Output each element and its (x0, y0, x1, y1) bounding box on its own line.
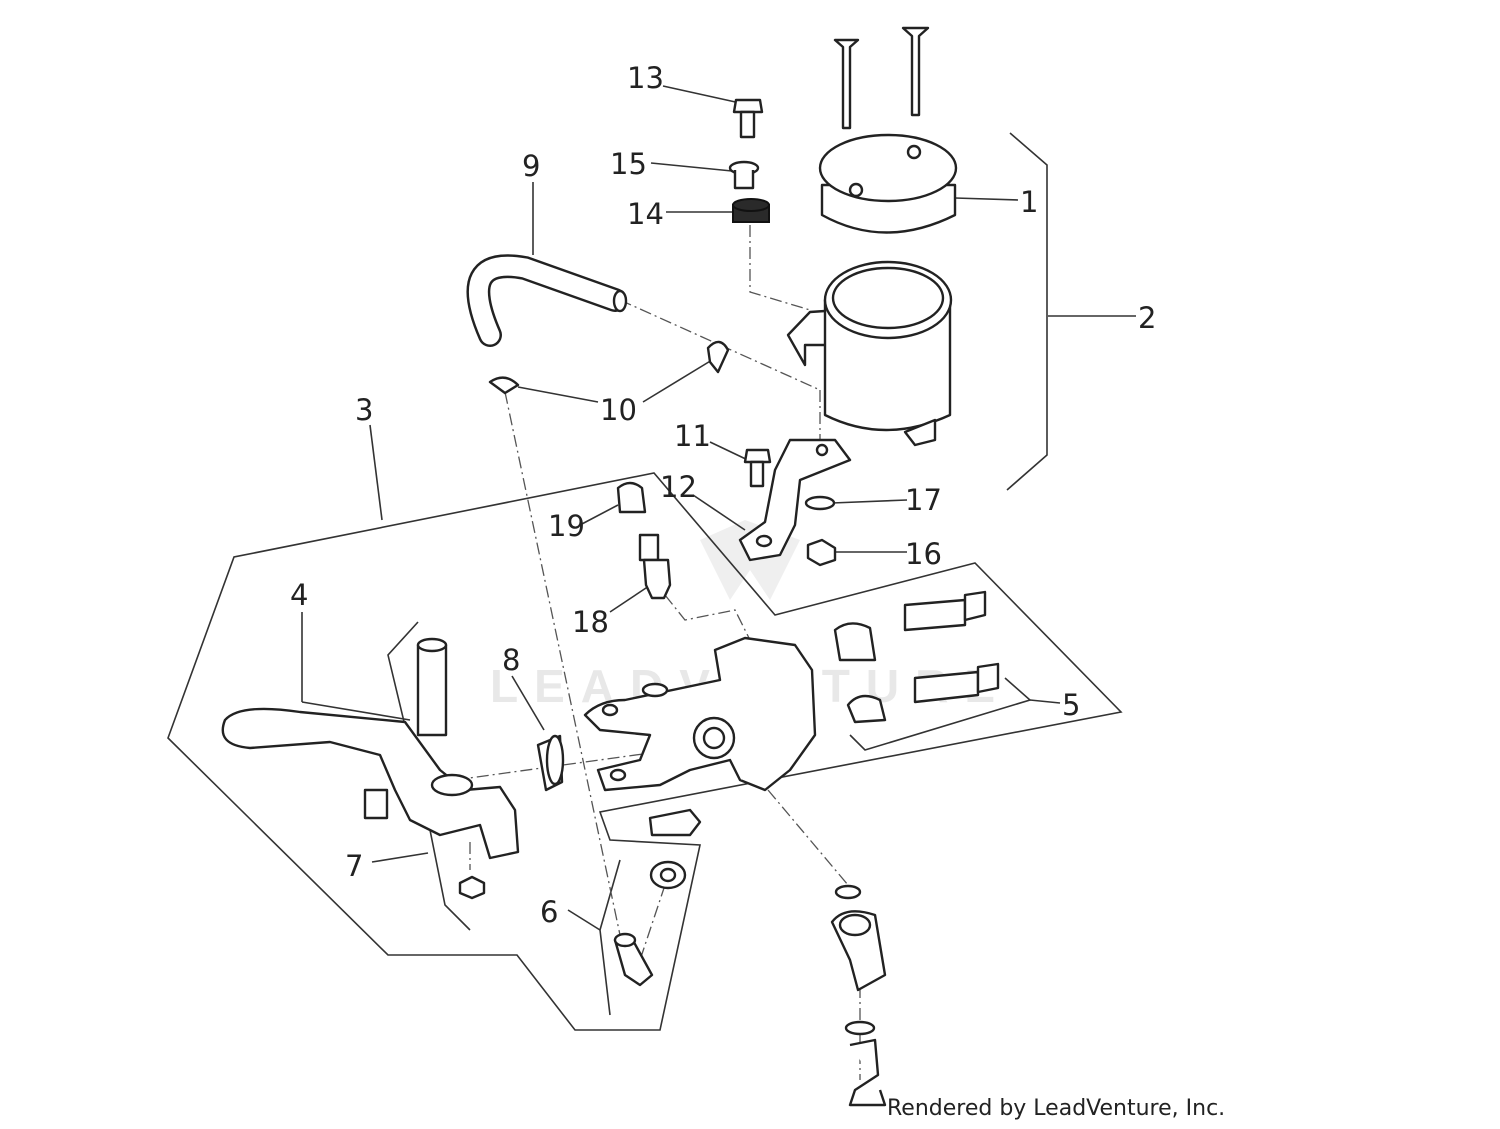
callout-15: 15 (610, 147, 647, 181)
part-6-switch (613, 808, 702, 987)
callout-10: 10 (600, 393, 637, 427)
callout-3: 3 (355, 393, 373, 427)
callout-labels: 1 2 3 4 5 6 7 8 9 10 11 12 13 14 15 16 1… (290, 61, 1156, 929)
callout-9: 9 (522, 149, 540, 183)
callout-19: 19 (548, 509, 585, 543)
part-4-lever (221, 707, 520, 860)
part-17-washer (804, 495, 836, 511)
part-15-washer (728, 160, 760, 190)
callout-6: 6 (540, 895, 558, 929)
callout-14: 14 (627, 197, 664, 231)
callout-18: 18 (572, 605, 609, 639)
part-14-grommet (732, 198, 770, 223)
part-19-cap (616, 481, 647, 514)
callout-13: 13 (627, 61, 664, 95)
part-12-bracket (738, 438, 852, 562)
callout-11: 11 (674, 419, 711, 453)
callout-5: 5 (1062, 688, 1080, 722)
callout-2: 2 (1138, 301, 1156, 335)
callout-17: 17 (905, 483, 942, 517)
part-3-master-cylinder (583, 636, 817, 792)
part-10-clamps (488, 340, 730, 395)
part-11-bolt (743, 448, 772, 488)
callout-1: 1 (1020, 185, 1038, 219)
leader-lines (301, 85, 1136, 931)
clamp-5-bracket (849, 677, 1032, 751)
callout-8: 8 (502, 643, 520, 677)
banjo-fittings (830, 884, 887, 1107)
callout-16: 16 (905, 537, 942, 571)
callout-12: 12 (660, 470, 697, 504)
part-16-nut (806, 538, 837, 567)
callout-7: 7 (345, 849, 363, 883)
part-1-reservoir-cap (818, 26, 958, 234)
part-2-reservoir (786, 260, 953, 447)
callout-4: 4 (290, 578, 308, 612)
render-credit: Rendered by LeadVenture, Inc. (887, 1096, 1225, 1121)
group-outlines (167, 132, 1123, 1031)
part-13-bolt (732, 98, 764, 139)
assembly-2-bracket (1006, 132, 1048, 491)
part-8-bushing (536, 734, 565, 792)
part-18-bleeder (638, 533, 672, 600)
part-5-clamp (833, 590, 1000, 724)
assembly-3-outline (167, 472, 1123, 1031)
part-7-pin (416, 637, 486, 900)
part-9-hose (466, 254, 628, 347)
